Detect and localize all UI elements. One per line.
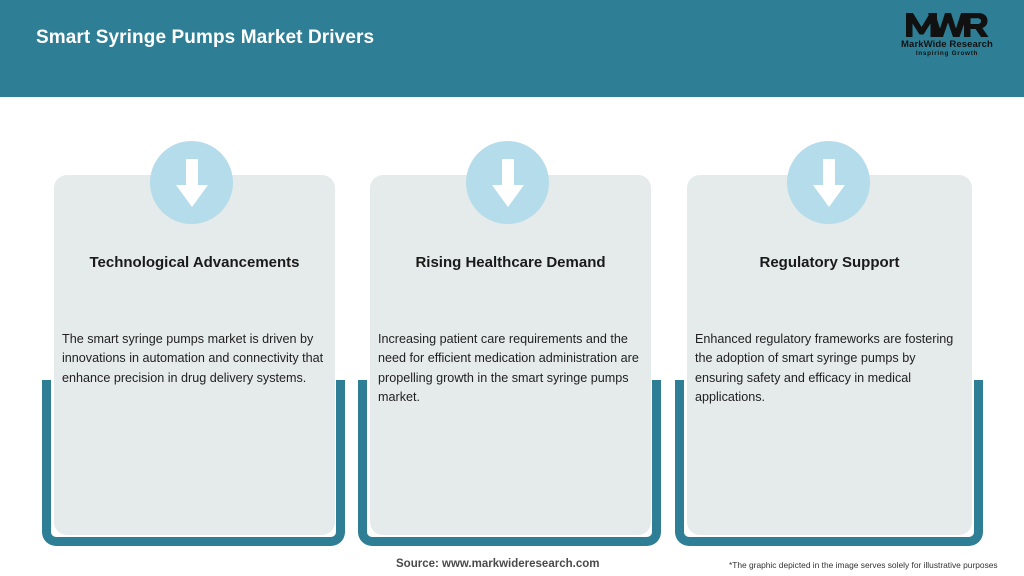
card-frame-2 [358, 380, 661, 546]
card-icon-circle-2 [466, 141, 549, 224]
card-body-3: Enhanced regulatory frameworks are foste… [695, 332, 954, 405]
down-arrow-icon [175, 158, 208, 207]
page-title: Smart Syringe Pumps Market Drivers [36, 27, 375, 48]
driver-card-3[interactable]: Regulatory Support Enhanced regulatory f… [687, 175, 972, 535]
card-title-3: Regulatory Support [759, 254, 900, 271]
card-frame-1 [42, 380, 345, 546]
card-title-1: Technological Advancements [89, 254, 300, 271]
down-arrow-icon [812, 158, 845, 207]
disclaimer-note: *The graphic depicted in the image serve… [729, 560, 998, 570]
driver-card-2[interactable]: Rising Healthcare Demand Increasing pati… [370, 175, 651, 535]
card-body-1: The smart syringe pumps market is driven… [62, 332, 324, 385]
source-label: Source: www.markwideresearch.com [396, 558, 600, 570]
card-title-2: Rising Healthcare Demand [415, 254, 606, 271]
card-body-2: Increasing patient care requirements and… [378, 332, 639, 405]
header-bar: Smart Syringe Pumps Market Drivers MarkW… [0, 0, 1024, 97]
card-icon-circle-3 [787, 141, 870, 224]
mwr-monogram-icon [906, 13, 989, 37]
logo-company-name: MarkWide Research [901, 39, 993, 50]
card-frame-3 [675, 380, 983, 546]
card-icon-circle-1 [150, 141, 233, 224]
driver-card-1[interactable]: Technological Advancements The smart syr… [54, 175, 335, 535]
logo-tagline: Inspiring Growth [915, 50, 979, 57]
brand-logo: MarkWide Research Inspiring Growth [888, 11, 1006, 67]
down-arrow-icon [491, 158, 524, 207]
